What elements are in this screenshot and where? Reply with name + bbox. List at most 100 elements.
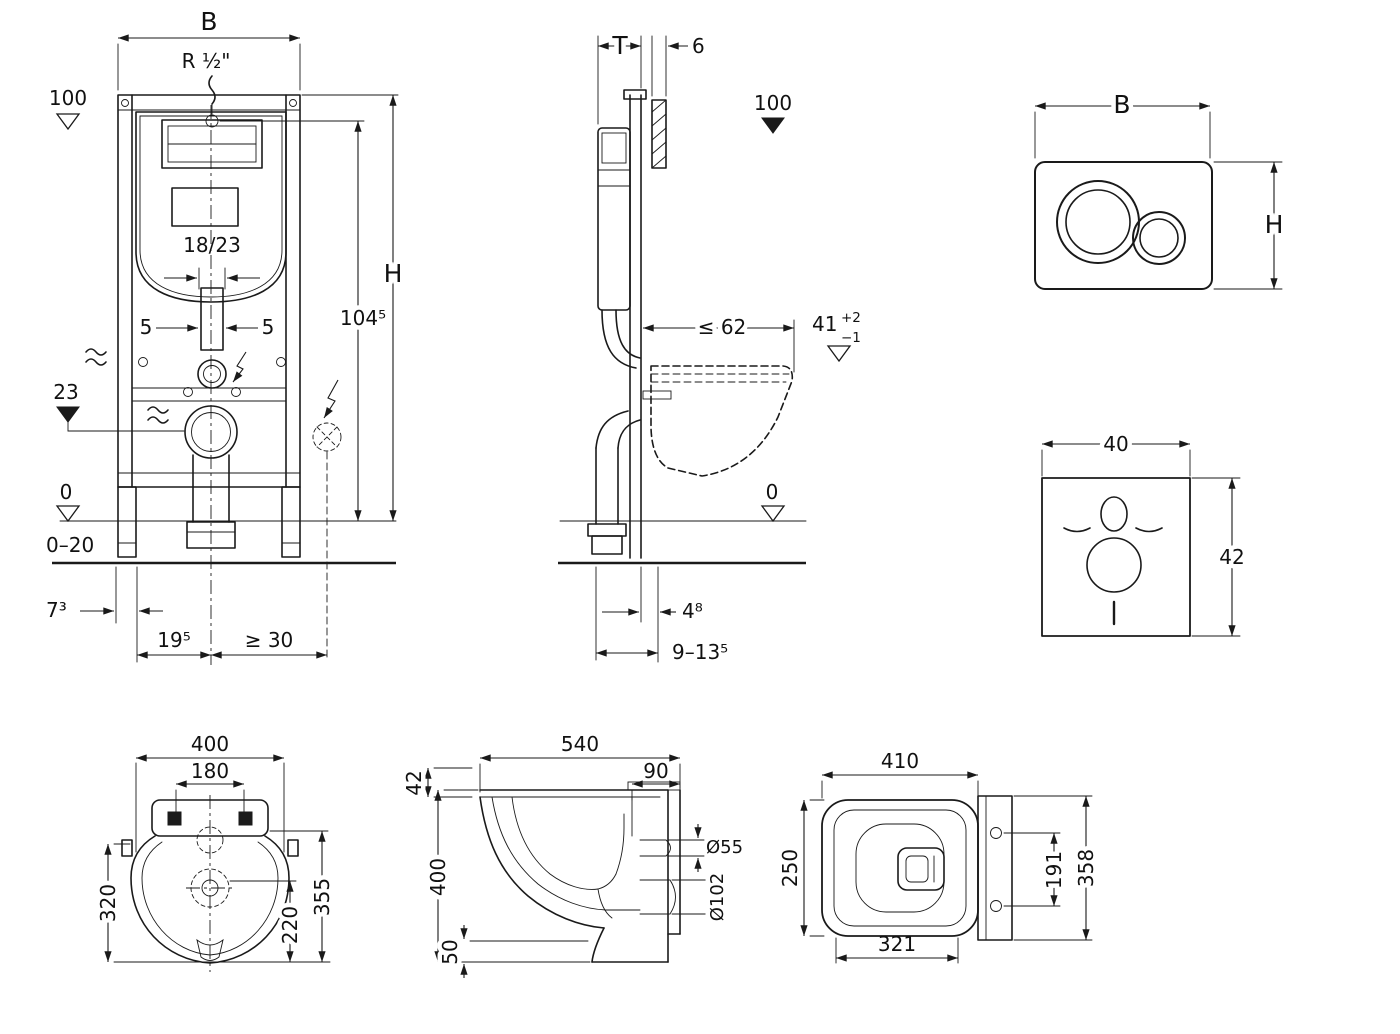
dim-label-plate-b: B [1113,90,1130,119]
dim-label-wc-220: 220 [278,906,302,944]
flush-plate-view: B H [1034,86,1288,290]
dim-label-wcs-400: 400 [426,858,450,896]
dim-wcp-250: 250 [774,799,825,937]
dim-label-wcs-50: 50 [438,939,462,964]
dim-label-frame-b: B [200,7,217,36]
dim-19: 19⁵ [137,628,211,659]
dim-label-t: T [611,31,628,60]
dim-label-0-front: 0 [60,480,73,504]
dim-label-mat-42: 42 [1219,545,1244,569]
dim-label-23: 23 [53,380,78,404]
dim-wcp-191: 191 [1003,832,1071,907]
wc-top-body [121,795,299,972]
dim-wcp-358: 358 [1013,795,1103,941]
dim-label-104: 104⁵ [340,306,386,330]
dim-t: T [597,27,642,125]
dim-plate-h: H [1213,161,1288,290]
insulation-mat-body [1041,477,1191,637]
dim-label-wcp-410: 410 [881,749,919,773]
dim-label-wcs-90: 90 [643,759,668,783]
dim-mat-40: 40 [1041,428,1191,477]
dim-label-max62: ≤ 62 [698,315,747,339]
flush-plate-body [1034,161,1213,290]
wc-pan-dashed-outline [642,365,794,477]
dim-wcs-42: 42 [398,766,473,800]
wc-top-view: 400 180 320 220 355 [92,732,339,972]
dim-6: 6 [651,34,705,97]
level-23: 23 [53,380,185,432]
level-0-front: 0 [55,480,81,523]
level-100-side: 100 [754,91,792,134]
lightning-icon [232,351,339,419]
dim-label-wcs-540: 540 [561,732,599,756]
dim-label-wc-400: 400 [191,732,229,756]
dim-label-supply: R ½" [182,49,231,73]
dim-wcp-410: 410 [821,749,979,799]
dim-7: 7³ [46,566,163,663]
dim-5-5: 5 5 [140,315,275,339]
dim-label-0-side: 0 [766,480,779,504]
frame-front-view: B R ½" 100 104⁵ H 18/23 5 5 23 0 0–20 [46,7,407,665]
drain-pipe [587,410,641,555]
cistern-side [597,127,641,369]
wc-plan-body [821,795,1013,941]
dim-9-13: 9–13⁵ [595,566,728,664]
dim-label-7: 7³ [46,598,67,622]
dim-label-0-20: 0–20 [46,533,94,557]
dim-label-mat-40: 40 [1103,432,1128,456]
level-100-front: 100 [49,86,87,131]
dim-wcp-321: 321 [835,932,959,964]
wc-plan-view: 410 250 191 358 321 [774,749,1103,964]
dim-label-41: 41 [812,312,837,336]
dim-wc-400: 400 [135,732,285,853]
dim-label-wcp-321: 321 [878,932,916,956]
dim-wc-220: 220 [229,880,307,962]
dim-41: 41 +2 −1 [812,310,861,363]
dim-label-level100-side: 100 [754,91,792,115]
water-supply-connection [205,75,219,128]
dim-label-wc-320: 320 [96,884,120,922]
dim-label-wcp-250: 250 [778,849,802,887]
dim-label-4: 4⁸ [682,599,703,623]
dim-label-41-plus: +2 [841,310,861,326]
dim-wcs-90: 90 [631,759,680,801]
dim-wc-355: 355 [269,830,339,962]
dim-label-wcp-358: 358 [1074,849,1098,887]
electrical-box [312,422,342,661]
cistern [135,111,287,351]
outlet-bend [184,405,238,549]
dim-label-plate-h: H [1265,210,1284,239]
dim-label-9-13: 9–13⁵ [672,640,728,664]
dim-label-19: 19⁵ [157,628,190,652]
dim-label-wcs-d55: Ø55 [706,837,743,858]
dim-wcs-540: 540 [479,732,681,793]
dim-wc-180: 180 [175,759,245,813]
level-0-side: 0 [760,480,786,523]
dim-104: 104⁵ [219,120,391,521]
dim-label-min-30: ≥ 30 [245,628,294,652]
dim-label-wcs-42: 42 [402,770,426,795]
water-wave-icon [85,348,169,424]
floor-lines-side [558,520,807,565]
dim-label-5-right: 5 [262,315,275,339]
dim-wcs-d102: Ø102 [671,868,733,926]
floor-lines-front [52,520,397,565]
dim-wc-320: 320 [92,843,331,963]
dim-label-41-minus: −1 [841,330,861,346]
dim-min-30: ≥ 30 [211,628,327,659]
dim-h-frame: H [301,94,407,521]
dim-wcs-50: 50 [434,925,589,978]
dim-plate-b: B [1034,86,1211,159]
dim-b-frame: B [117,7,301,91]
dim-wcs-400: 400 [422,789,591,963]
dim-18-23: 18/23 [164,233,260,290]
wc-side-body [479,781,681,963]
insulation-mat-view: 40 42 [1041,428,1249,637]
dim-4: 4⁸ [602,566,703,663]
dim-label-wc-180: 180 [191,759,229,783]
dim-label-wc-355: 355 [310,878,334,916]
dim-label-wcs-d102: Ø102 [707,873,728,922]
dim-label-frame-h: H [384,259,403,288]
